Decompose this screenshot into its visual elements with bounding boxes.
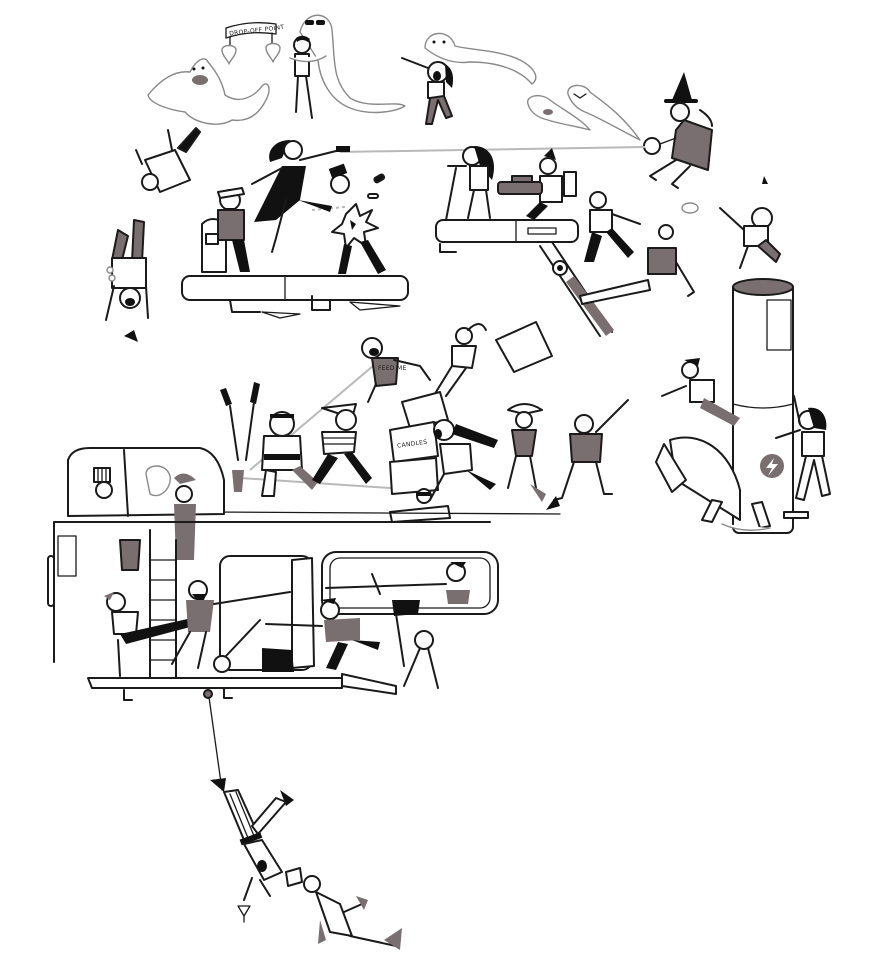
drop-off-banner: DROP-OFF POINT [221, 22, 285, 65]
falling-book [124, 330, 138, 342]
screaming-man-center [421, 419, 498, 501]
lightning-bolt-icon [760, 454, 784, 478]
screaming-woman [401, 57, 454, 125]
wrestler [261, 411, 318, 497]
box-stack: CANDLES [389, 391, 449, 495]
feed-me-man: FEED ME [361, 337, 431, 403]
drop-off-banner-text: DROP-OFF POINT [229, 24, 285, 38]
man-on-cannon [661, 358, 740, 426]
ghost-group: DROP-OFF POINT [147, 14, 641, 141]
runners-right [579, 191, 695, 305]
striped-runner [312, 403, 372, 484]
exploding-man [328, 163, 386, 274]
man-on-ground [389, 488, 451, 523]
carried-man [289, 35, 327, 119]
falling-man-top [135, 127, 201, 193]
hanging-ladder-climber [539, 241, 614, 337]
box-label: CANDLES [397, 439, 428, 450]
hanging-acrobat [220, 382, 260, 492]
woman-black-dress [251, 140, 350, 253]
sword-fight [104, 562, 470, 689]
shirt-text: FEED ME [378, 365, 407, 372]
cowboy [507, 403, 546, 502]
flying-man-right [681, 176, 781, 269]
hover-platform-right [435, 146, 579, 253]
bat-swinger [546, 399, 629, 510]
falling-man-upside-down [105, 219, 149, 321]
hover-platform-left [181, 187, 409, 319]
witch [643, 72, 713, 189]
woman-carrying-box [435, 321, 553, 397]
woman-pushing-cannon [775, 395, 831, 519]
dangling-rope-scene [203, 689, 402, 950]
cannon [655, 278, 794, 534]
